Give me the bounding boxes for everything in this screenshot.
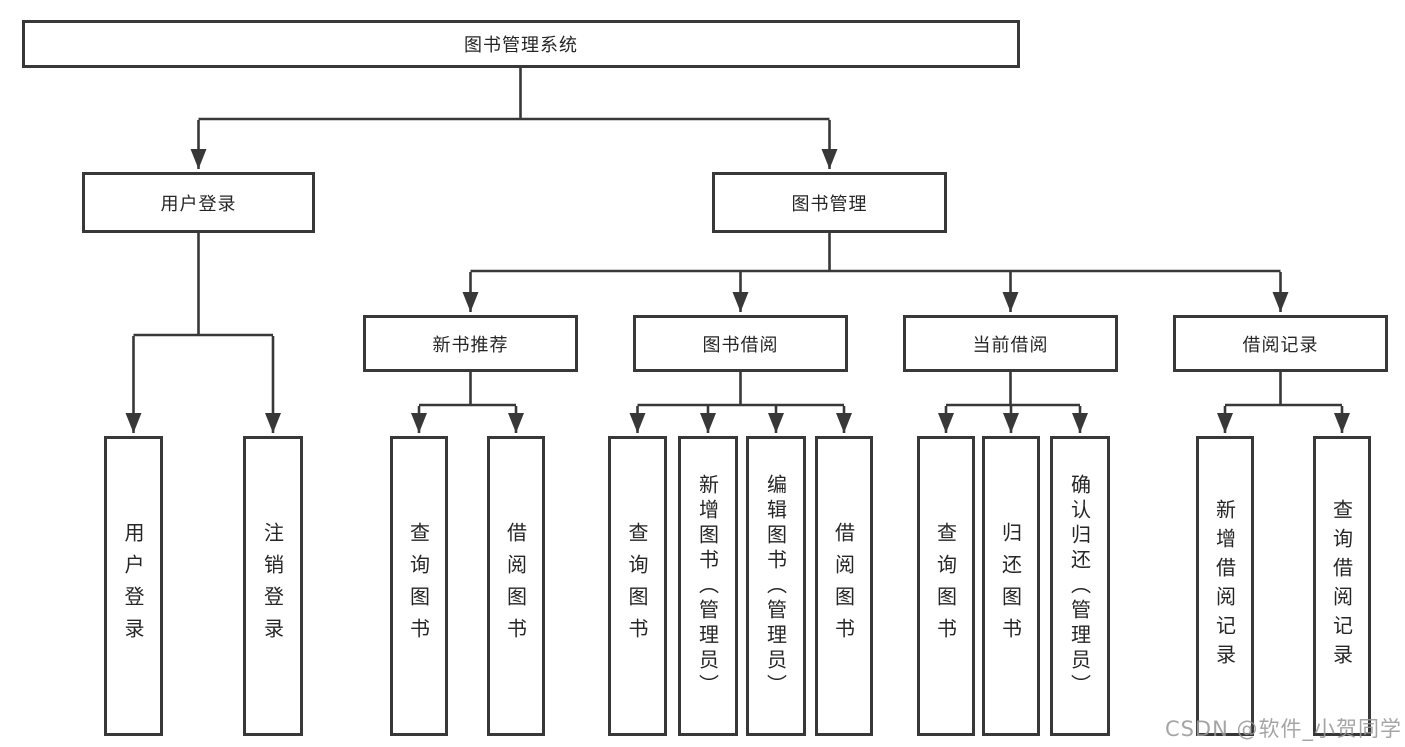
node-new-book-recommend: 新书推荐 (363, 315, 578, 372)
leaf-return-books: 归还图书 (982, 436, 1040, 736)
node-borrow-records: 借阅记录 (1173, 315, 1388, 372)
leaf-query-books-2: 查询图书 (608, 436, 667, 736)
node-book-borrow: 图书借阅 (633, 315, 848, 372)
leaf-edit-books-admin: 编辑图书（管理员） (746, 436, 806, 736)
leaf-user-login: 用户登录 (104, 436, 163, 736)
connector-root-stem (133, 68, 1342, 407)
leaf-add-books-admin: 新增图书（管理员） (678, 436, 738, 736)
leaf-confirm-return-admin: 确认归还（管理员） (1050, 436, 1110, 736)
leaf-logout: 注销登录 (243, 436, 303, 736)
node-current-borrow: 当前借阅 (903, 315, 1118, 372)
node-root-system: 图书管理系统 (22, 20, 1020, 68)
leaf-borrow-books-2: 借阅图书 (815, 436, 873, 736)
leaf-query-books-1: 查询图书 (390, 436, 448, 736)
leaf-borrow-books-1: 借阅图书 (487, 436, 545, 736)
leaf-add-borrow-record: 新增借阅记录 (1196, 436, 1254, 736)
leaf-query-books-3: 查询图书 (917, 436, 975, 736)
node-book-management: 图书管理 (712, 172, 947, 233)
node-user-login: 用户登录 (82, 172, 315, 233)
csdn-watermark: CSDN @软件_小贺同学 (1164, 717, 1402, 741)
leaf-query-borrow-record: 查询借阅记录 (1313, 436, 1371, 736)
